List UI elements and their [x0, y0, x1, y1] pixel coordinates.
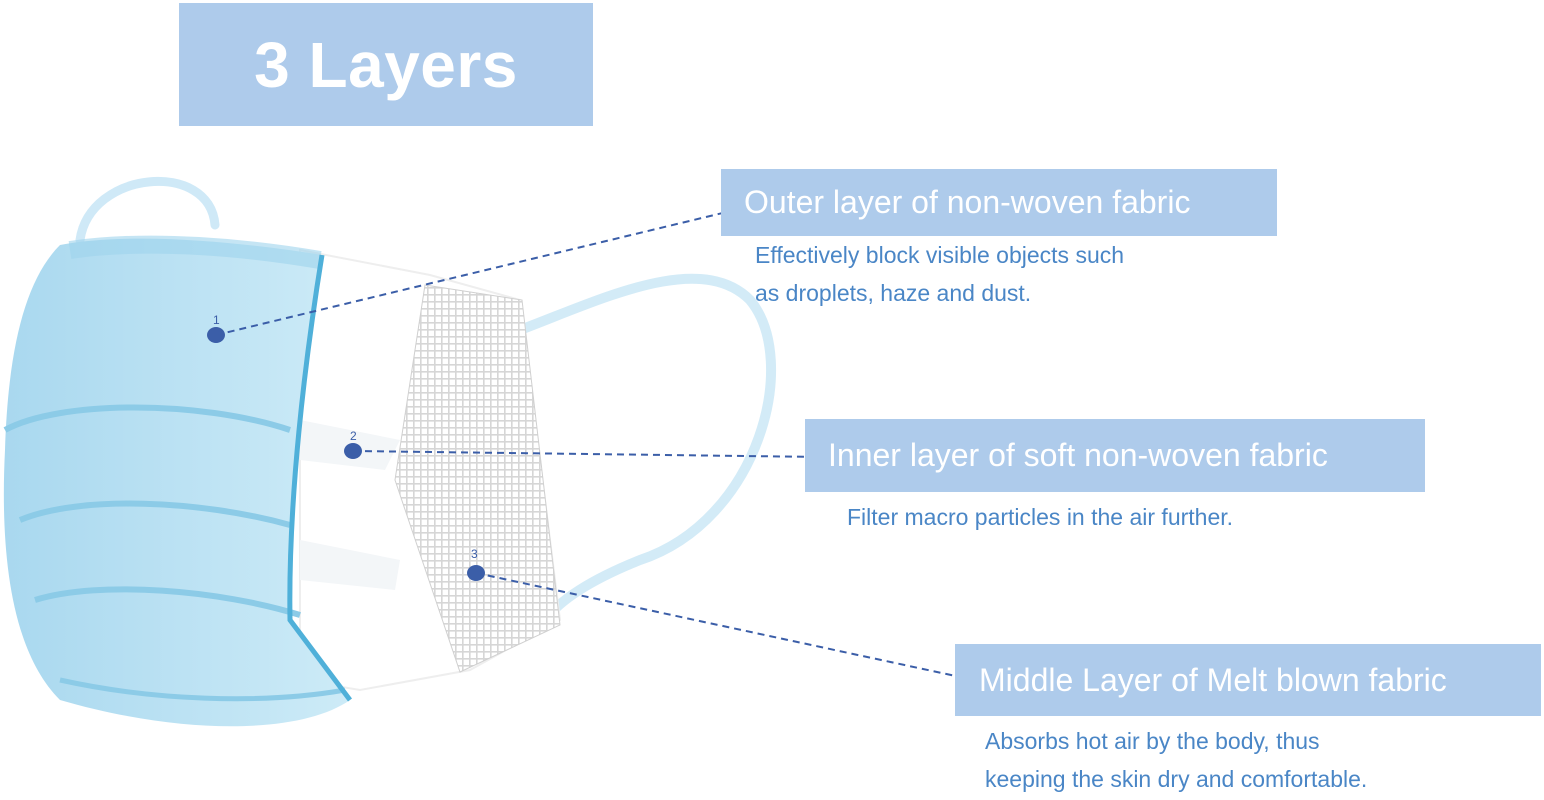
desc-inner-layer: Filter macro particles in the air furthe… [847, 498, 1233, 536]
desc-inner-line-1: Filter macro particles in the air furthe… [847, 504, 1234, 530]
marker-dot-1 [207, 327, 225, 343]
label-inner-layer: Inner layer of soft non-woven fabric [805, 419, 1425, 492]
ear-loop-right [515, 273, 776, 625]
desc-outer-line-1: Effectively block visible objects such [755, 242, 1125, 268]
label-inner-layer-text: Inner layer of soft non-woven fabric [828, 437, 1328, 473]
mask-edge-stripe [287, 254, 352, 702]
marker-number-2: 2 [350, 429, 357, 443]
desc-middle-line-2: keeping the skin dry and comfortable. [985, 766, 1368, 792]
label-outer-layer-text: Outer layer of non-woven fabric [744, 184, 1191, 220]
desc-middle-layer: Absorbs hot air by the body, thus keepin… [985, 722, 1367, 798]
mask-mesh-layer [394, 284, 561, 673]
title-banner: 3 Layers [179, 3, 593, 126]
label-middle-layer: Middle Layer of Melt blown fabric [955, 644, 1541, 716]
leader-line-1 [215, 209, 736, 336]
desc-middle-line-1: Absorbs hot air by the body, thus [985, 728, 1320, 754]
ear-loop-left [75, 177, 220, 245]
label-outer-layer: Outer layer of non-woven fabric [721, 169, 1277, 236]
marker-number-3: 3 [471, 547, 478, 561]
leader-line-2 [352, 450, 823, 458]
desc-outer-layer: Effectively block visible objects such a… [755, 236, 1124, 312]
desc-outer-line-2: as droplets, haze and dust. [755, 280, 1032, 306]
marker-number-1: 1 [213, 313, 220, 327]
title-text: 3 Layers [254, 28, 518, 101]
marker-dot-3 [467, 565, 485, 581]
label-middle-layer-text: Middle Layer of Melt blown fabric [979, 661, 1447, 698]
marker-dot-2 [344, 443, 362, 459]
mask-outer-blue [3, 238, 351, 727]
